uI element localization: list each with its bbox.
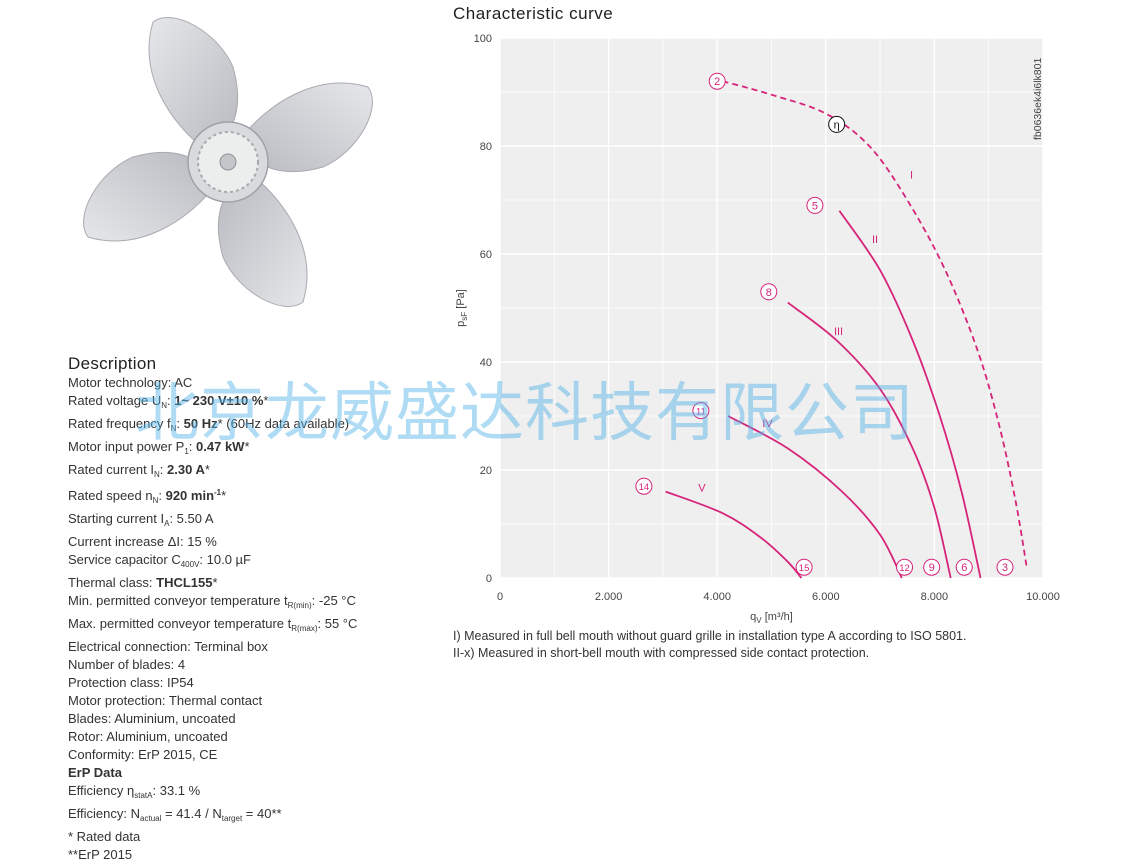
- curve-point-label: 5: [812, 200, 818, 212]
- series-line-v: [665, 490, 803, 579]
- curve-point-label: η: [834, 119, 840, 131]
- spec-line: **ErP 2015: [68, 847, 133, 862]
- spec-line: Rated speed nN: 920 min-1*: [68, 488, 227, 505]
- fan-blade: [237, 82, 373, 173]
- spec-line: Efficiency: Nactual = 41.4 / Ntarget = 4…: [68, 806, 282, 823]
- curve-point-marker: [828, 115, 846, 133]
- spec-line: Service capacitor C400V: 10.0 µF: [68, 552, 251, 569]
- fan-blade: [217, 171, 308, 307]
- curve-point-marker: [806, 196, 824, 214]
- y-tick-label: 60: [480, 249, 492, 261]
- curve-point-marker: [708, 72, 726, 90]
- series-label: II: [872, 234, 878, 246]
- spec-line: Motor technology: AC: [68, 375, 193, 390]
- x-tick-label: 8.000: [921, 591, 949, 603]
- series-line-i: [722, 80, 1028, 568]
- y-tick-label: 80: [480, 141, 492, 153]
- spec-line: Blades: Aluminium, uncoated: [68, 711, 236, 726]
- x-tick-label: 0: [497, 591, 503, 603]
- spec-line: Starting current IA: 5.50 A: [68, 511, 214, 528]
- spec-line: Protection class: IP54: [68, 675, 194, 690]
- spec-line: * Rated data: [68, 829, 141, 844]
- x-tick-label: 2.000: [595, 591, 623, 603]
- curve-point-label: 12: [899, 563, 910, 574]
- y-tick-label: 0: [486, 573, 492, 585]
- curve-point-label: 8: [766, 287, 772, 299]
- spec-line: Conformity: ErP 2015, CE: [68, 747, 218, 762]
- description-title: Description: [68, 354, 157, 373]
- series-label: I: [910, 169, 913, 181]
- curve-point-label: 14: [639, 482, 650, 493]
- spec-line: Number of blades: 4: [68, 657, 186, 672]
- series-line-iv: [727, 415, 903, 579]
- spec-line: Rated current IN: 2.30 A*: [68, 462, 210, 479]
- spec-line: Electrical connection: Terminal box: [68, 639, 268, 654]
- y-axis-label: psF [Pa]: [455, 289, 469, 327]
- description-list: Motor technology: AC Rated voltage UN: 1~…: [68, 374, 357, 864]
- x-tick-label: 4.000: [703, 591, 731, 603]
- series-label: IV: [762, 418, 773, 430]
- spec-line: Rated voltage UN: 1~ 230 V±10 %*: [68, 393, 269, 410]
- curve-point-label: 2: [714, 76, 720, 88]
- y-tick-label: 100: [474, 33, 492, 45]
- curve-point-marker: [923, 558, 941, 576]
- series-line-ii: [838, 210, 982, 579]
- x-tick-label: 10.000: [1026, 591, 1060, 603]
- note-line: II-x) Measured in short-bell mouth with …: [453, 646, 870, 660]
- spec-line: Rotor: Aluminium, uncoated: [68, 729, 228, 744]
- curve-point-label: 6: [961, 562, 967, 574]
- y-tick-label: 40: [480, 357, 492, 369]
- series-line-iii: [787, 301, 952, 579]
- measurement-notes: I) Measured in full bell mouth without g…: [453, 628, 966, 662]
- fan-blade: [148, 17, 239, 153]
- x-axis-label: qV [m³/h]: [750, 611, 793, 625]
- curve-point-label: 15: [799, 563, 810, 574]
- spec-line: Min. permitted conveyor temperature tR(m…: [68, 593, 356, 610]
- chart-title: Characteristic curve: [453, 4, 614, 23]
- curve-point-label: 9: [929, 562, 935, 574]
- x-tick-label: 6.000: [812, 591, 840, 603]
- curve-point-label: 11: [696, 407, 706, 418]
- series-label: III: [834, 326, 843, 338]
- y-tick-label: 20: [480, 465, 492, 477]
- spec-line: Current increase ΔI: 15 %: [68, 534, 217, 549]
- curve-point-marker: [635, 477, 653, 495]
- spec-line: Thermal class: THCL155*: [68, 575, 218, 590]
- fan-blade: [83, 151, 219, 242]
- curve-point-marker: [996, 558, 1014, 576]
- curve-point-marker: [955, 558, 973, 576]
- fan-product-image: [83, 17, 373, 307]
- curve-point-marker: [896, 558, 914, 576]
- characteristic-curve-chart: 0 2.000 4.000 6.000 8.000 10.000 0 20 40 60 80 100 q…: [455, 33, 1060, 625]
- curve-point-marker: [795, 558, 813, 576]
- spec-line: Motor protection: Thermal contact: [68, 693, 263, 708]
- spec-line: Max. permitted conveyor temperature tR(m…: [68, 616, 358, 633]
- curve-point-label: 3: [1002, 562, 1008, 574]
- chart-code: fb0636ek4i6lk801: [1032, 58, 1044, 140]
- series-label: V: [698, 483, 706, 495]
- spec-line: Efficiency ηstatA: 33.1 %: [68, 783, 201, 800]
- fan-hub-center: [219, 153, 237, 171]
- spec-line: ErP Data: [68, 765, 122, 780]
- curve-point-marker: [692, 402, 710, 420]
- spec-line: Motor input power P1: 0.47 kW*: [68, 439, 250, 456]
- spec-line: Rated frequency fN: 50 Hz* (60Hz data av…: [68, 416, 350, 433]
- note-line: I) Measured in full bell mouth without g…: [453, 629, 967, 643]
- curve-point-marker: [760, 283, 778, 301]
